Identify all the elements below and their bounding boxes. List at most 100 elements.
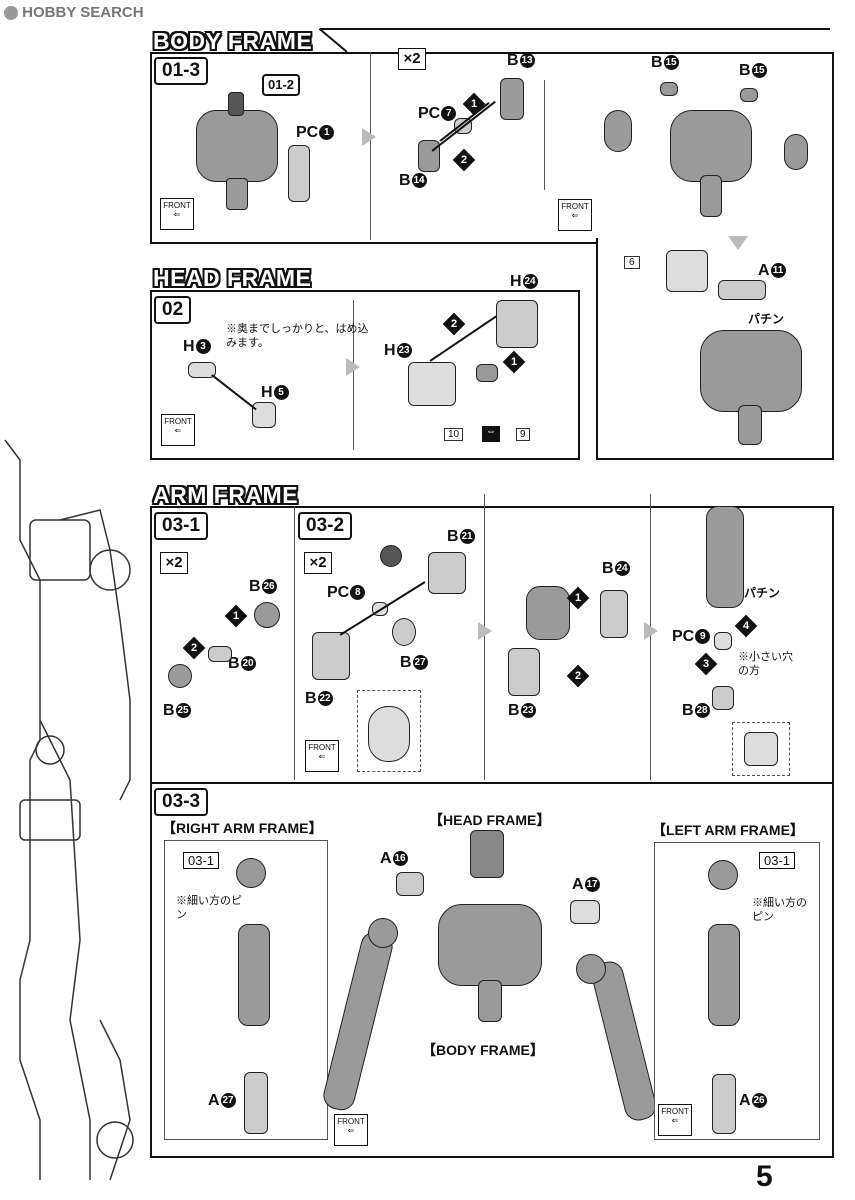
- small-hole-note: ※小さい穴の方: [738, 651, 793, 677]
- b27-num: 27: [412, 655, 428, 671]
- step-num: 1: [574, 592, 582, 604]
- front-arrow-icon: ⇐: [571, 211, 579, 220]
- b23-num: 23: [520, 703, 536, 719]
- h5-num: 5: [273, 385, 289, 401]
- step-1-marker: 1: [462, 92, 486, 116]
- ref-text: 03-1: [764, 853, 791, 868]
- front-indicator: FRONT⇐: [160, 198, 194, 230]
- part-ref-10: 10: [444, 428, 464, 441]
- pachin-label: パチン: [744, 586, 781, 600]
- next-arrow-icon: [478, 622, 492, 640]
- head-frame-title: HEAD FRAME: [153, 265, 312, 291]
- thin-pin-note: ※細い方のピン: [176, 895, 242, 921]
- step-text: 03-1: [162, 515, 201, 536]
- step-num: 2: [574, 670, 582, 682]
- next-arrow-icon: [362, 128, 376, 146]
- quantity-badge: ×2: [160, 552, 188, 574]
- b13-num: 13: [519, 53, 535, 69]
- b26-text: B: [249, 578, 261, 595]
- step-label: 03-3: [154, 788, 209, 816]
- b15b-text: B: [739, 62, 751, 79]
- part-ref-9: 9: [516, 428, 530, 441]
- front-indicator: FRONT⇐: [658, 1104, 692, 1136]
- a26-text: A: [739, 1092, 751, 1109]
- ref-text: 03-1: [188, 853, 215, 868]
- head-note: ※奥までしっかりと、はめ込みます。: [226, 323, 369, 349]
- b28-text: B: [682, 702, 694, 719]
- step-label: 03-1: [154, 512, 209, 540]
- h3-num: 3: [195, 339, 211, 355]
- logo-icon: [4, 6, 18, 21]
- step-label: 02: [154, 296, 192, 324]
- robot-outline-illustration: [4, 439, 134, 1181]
- detail-box: [357, 690, 421, 772]
- a11-num: 11: [770, 263, 786, 279]
- b24-text: B: [602, 560, 614, 577]
- step-num: 3: [702, 658, 710, 670]
- head-part: [470, 830, 504, 878]
- b25-text: B: [163, 702, 175, 719]
- shoulder-ball: [236, 858, 266, 888]
- left-arm-part: [708, 924, 740, 1026]
- front-indicator: FRONT⇐: [161, 414, 195, 446]
- header-logo: HOBBY SEARCH: [4, 4, 144, 21]
- front-arrow-icon: ⇐: [174, 426, 182, 435]
- arm-assembled: [706, 506, 744, 608]
- h23-part: [408, 362, 456, 406]
- front-arrow-icon: ⇐: [173, 210, 181, 219]
- part-ref-9-text: 9: [520, 429, 526, 440]
- b28-part: [712, 686, 734, 710]
- b26-part: [254, 602, 280, 628]
- b20-part: [208, 646, 232, 662]
- torso-part: [196, 110, 278, 182]
- front-text: FRONT: [337, 1117, 365, 1126]
- b13-text: B: [507, 52, 519, 69]
- next-arrow-icon: [346, 358, 360, 376]
- step-1-marker: 1: [566, 586, 590, 610]
- next-arrow-icon: [644, 622, 658, 640]
- step-4-marker: 4: [734, 614, 758, 638]
- detail-box: [732, 722, 790, 776]
- b15-part: [740, 88, 758, 102]
- step-text: 02: [162, 299, 184, 320]
- step-2-marker: 2: [566, 664, 590, 688]
- arm-divider-1: [294, 506, 295, 780]
- step-text: 01-3: [162, 60, 201, 81]
- b20-text: B: [228, 655, 240, 672]
- pc1-part: [288, 145, 310, 202]
- h3-text: H: [183, 338, 195, 355]
- part-ref-6-text: 6: [629, 257, 635, 268]
- step-2-marker: 2: [182, 636, 206, 660]
- a16-text: A: [380, 850, 392, 867]
- b15a-num: 15: [663, 55, 679, 71]
- a27-num: 27: [220, 1093, 236, 1109]
- front-indicator: FRONT⇐: [558, 199, 592, 231]
- h24-part: [496, 300, 538, 348]
- front-arrow-icon: ⇐: [671, 1116, 679, 1125]
- b28-num: 28: [694, 703, 710, 719]
- h5-text: H: [261, 384, 273, 401]
- page-number: 5: [756, 1160, 773, 1193]
- a17-num: 17: [584, 877, 600, 893]
- b22-text: B: [305, 690, 317, 707]
- a11-text: A: [758, 262, 770, 279]
- front-indicator: FRONT⇐: [334, 1114, 368, 1146]
- a26-num: 26: [751, 1093, 767, 1109]
- shoulder-right: [784, 134, 808, 170]
- pc8-text: PC: [327, 584, 350, 601]
- front-text: FRONT: [308, 743, 336, 752]
- step-num: 1: [510, 356, 518, 368]
- b20-num: 20: [240, 656, 256, 672]
- b21-part: [428, 552, 466, 594]
- step-1-marker: 1: [224, 604, 248, 628]
- pc1-num: 1: [319, 125, 335, 141]
